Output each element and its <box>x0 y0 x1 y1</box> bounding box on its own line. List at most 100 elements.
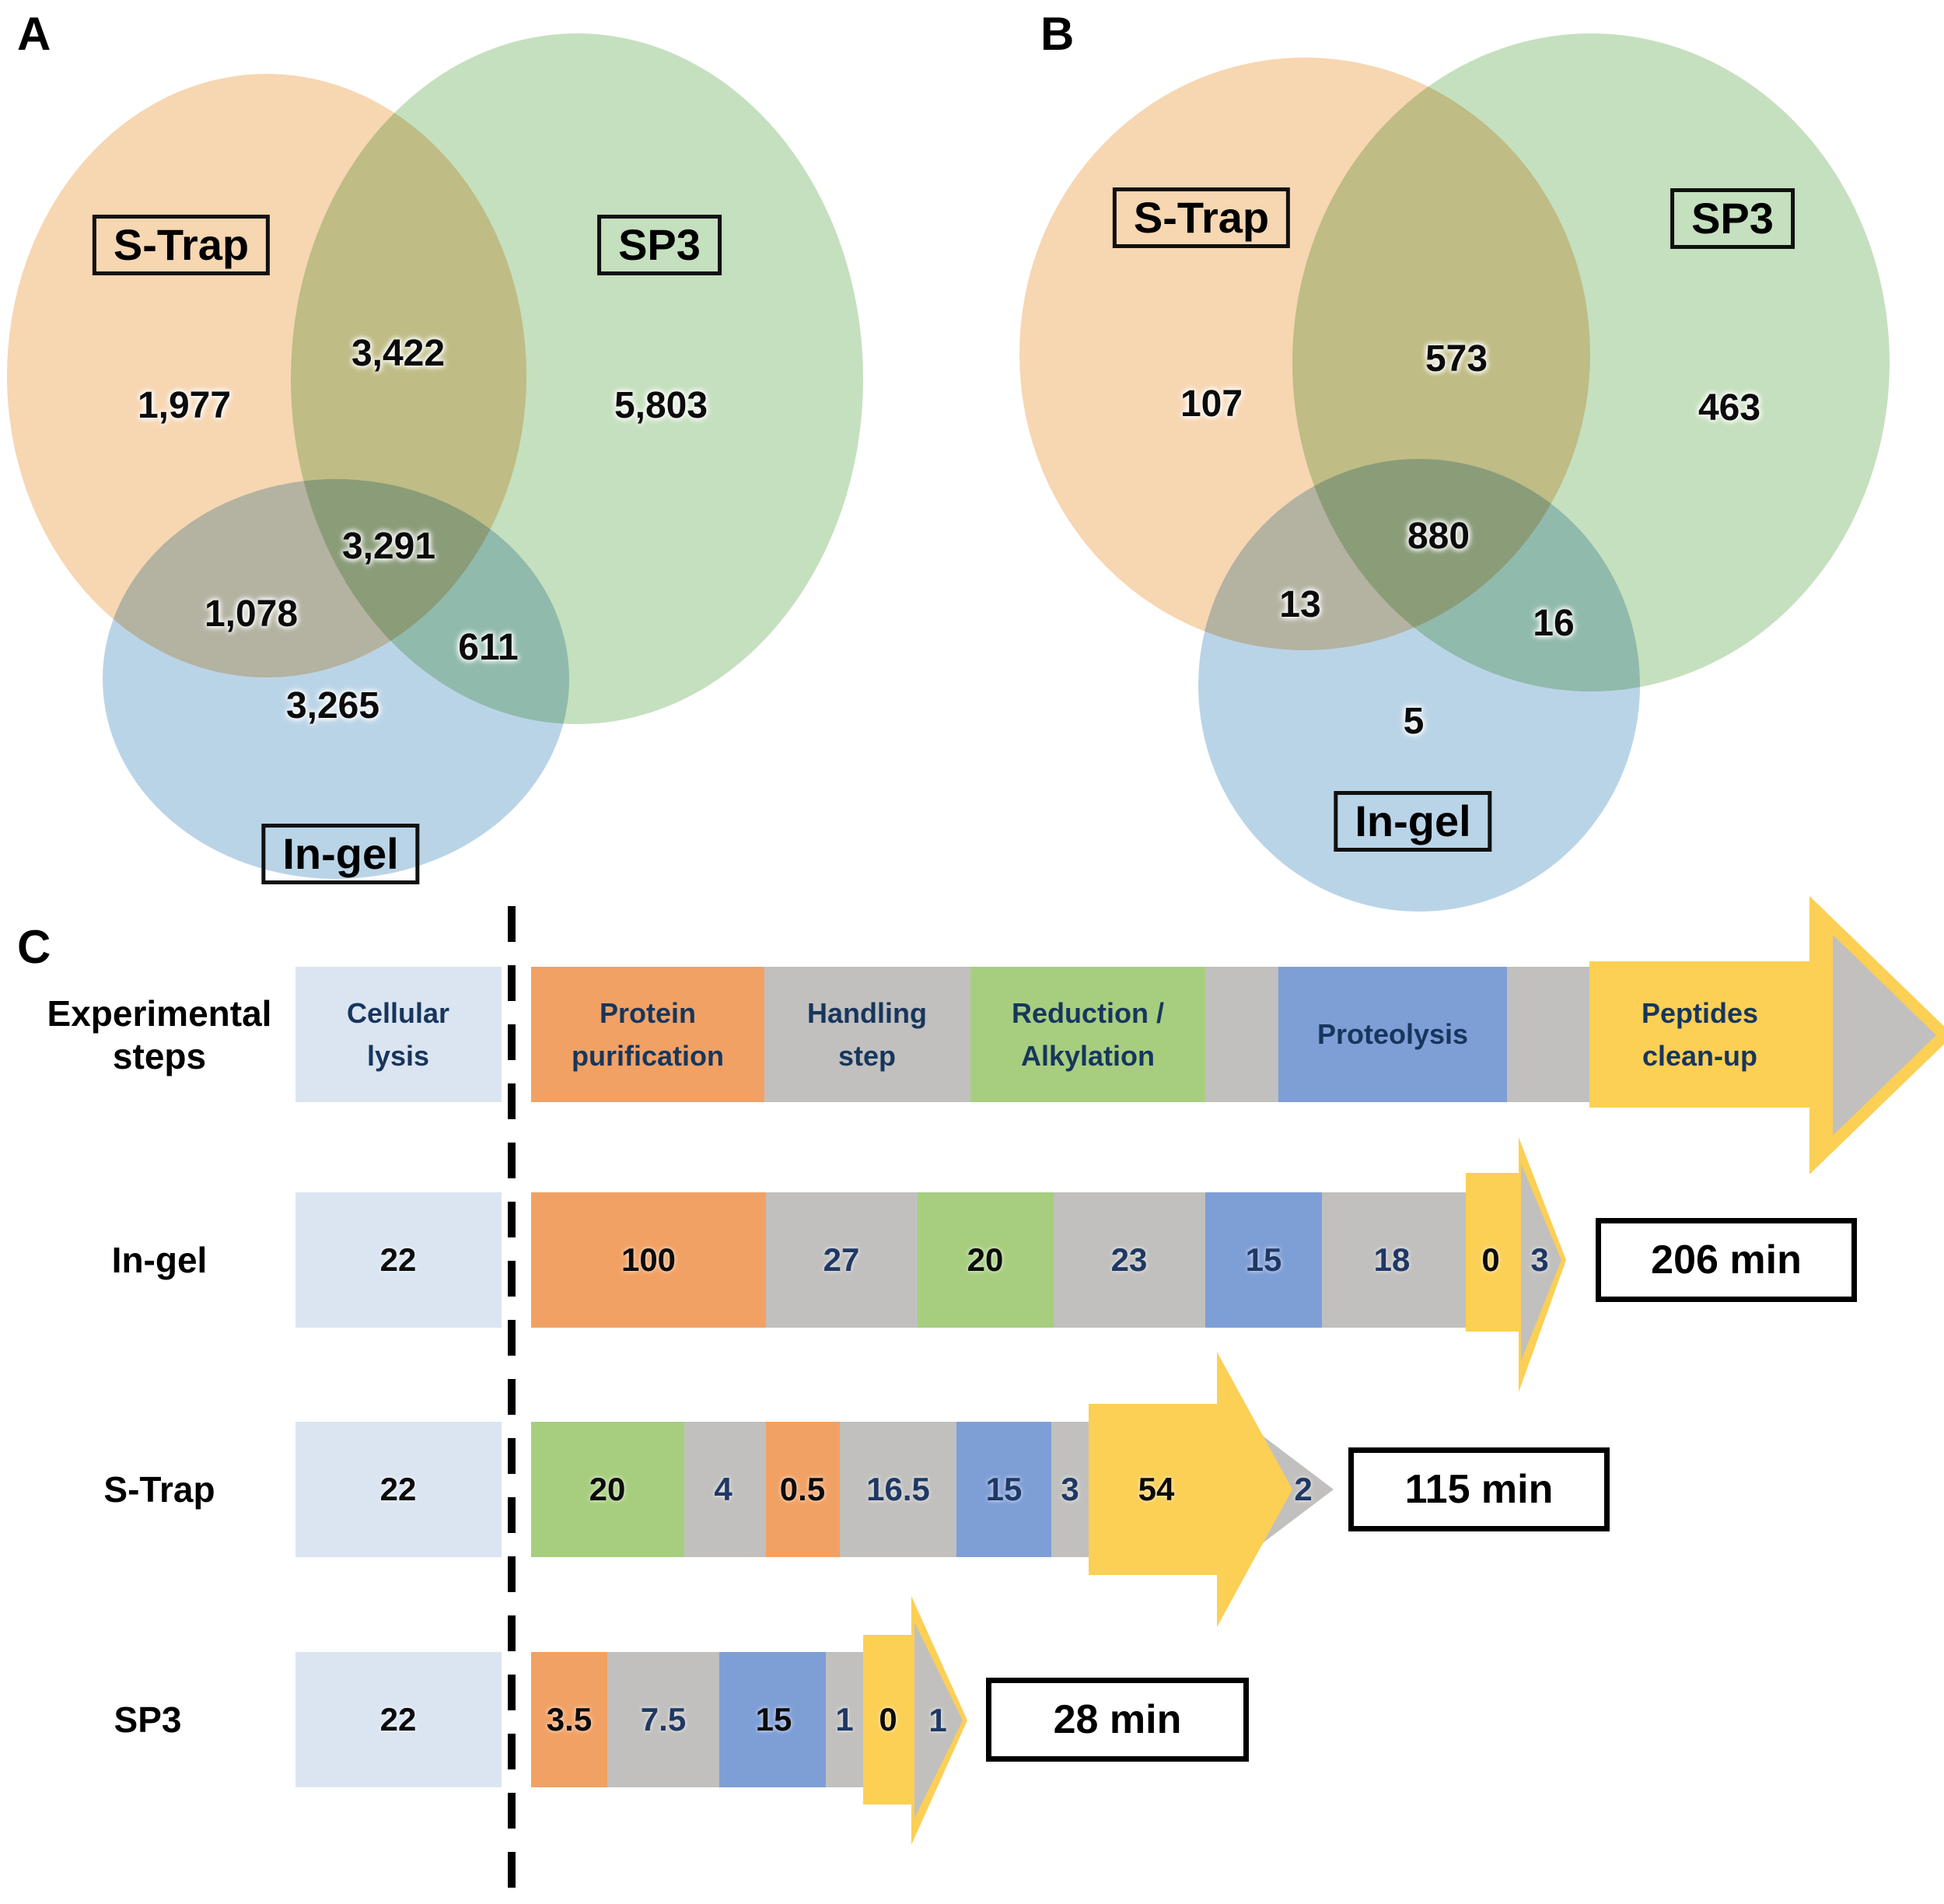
reduction-alkylation-label-line1: Reduction / <box>1012 997 1164 1029</box>
proteolysis-label: Proteolysis <box>1316 1018 1469 1050</box>
header-arrow-row <box>295 896 1944 1174</box>
sp3-row-shapes <box>295 1596 967 1845</box>
protein-purification-label-line1: Protein <box>599 997 697 1029</box>
venn-b-center-value: 880 <box>1407 516 1470 557</box>
venn-a-strap-label: S-Trap <box>92 215 271 275</box>
venn-b-ingel-label: In-gel <box>1334 791 1492 852</box>
strap-seg-value-05: 0.5 <box>779 1471 826 1507</box>
experimental-steps-label-line2: steps <box>112 1036 207 1076</box>
venn-a-ingel-label: In-gel <box>261 824 420 884</box>
ingel-seg-value-15: 15 <box>1245 1241 1282 1278</box>
header-cellular-lysis-box <box>295 967 502 1102</box>
venn-a-center-value: 3,291 <box>341 526 436 567</box>
ingel-gray-arrowhead <box>1521 1164 1561 1361</box>
cellular-lysis-label-line2: lysis <box>366 1040 430 1072</box>
strap-lysis-value: 22 <box>379 1471 417 1507</box>
ingel-tail-value-3: 3 <box>1530 1241 1549 1278</box>
sp3-blue-seg <box>719 1652 826 1787</box>
ingel-lysis-value: 22 <box>379 1241 417 1278</box>
protein-purification-label-line2: purification <box>572 1040 724 1072</box>
peptides-cleanup-label-line2: clean-up <box>1642 1040 1758 1072</box>
venn-a <box>7 33 863 879</box>
panel-b-letter: B <box>1040 8 1075 60</box>
strap-orange-seg <box>766 1422 840 1557</box>
venn-a-ingel-only-value: 3,265 <box>285 685 380 726</box>
handling-step-label-line1: Handling <box>807 997 927 1029</box>
ingel-green-seg <box>918 1192 1054 1328</box>
venn-b <box>1019 33 1890 912</box>
ingel-seg-value-23: 23 <box>1110 1241 1148 1278</box>
handling-step-label-line2: step <box>837 1040 897 1072</box>
sp3-tail-value-1: 1 <box>928 1702 947 1738</box>
strap-seg-value-54: 54 <box>1138 1471 1175 1507</box>
strap-total-value: 115 min <box>1404 1467 1554 1512</box>
reduction-alkylation-label-line2: Alkylation <box>1020 1040 1156 1072</box>
ingel-row-label: In-gel <box>111 1240 208 1280</box>
sp3-seg-value-35: 3.5 <box>546 1701 593 1738</box>
venn-a-sp3-label: SP3 <box>597 215 722 275</box>
ingel-total-box: 206 min <box>1596 1218 1857 1302</box>
venn-b-sp3-only-value: 463 <box>1698 387 1761 429</box>
venn-b-strap-ingel-value: 13 <box>1279 584 1321 625</box>
header-reduction-alkylation-seg <box>970 967 1205 1102</box>
venn-b-ingel-circle <box>1198 459 1640 912</box>
strap-row-shapes <box>295 1352 1334 1627</box>
venn-b-strap-sp3-value: 573 <box>1425 338 1488 380</box>
header-peptides-cleanup-seg <box>1589 961 1809 1108</box>
sp3-total-box: 28 min <box>986 1678 1249 1762</box>
strap-blue-seg <box>956 1422 1051 1557</box>
panel-c-letter: C <box>17 921 51 973</box>
sp3-orange-seg <box>531 1652 607 1787</box>
strap-seg-value-3: 3 <box>1061 1471 1079 1507</box>
strap-yellow-seg <box>1089 1404 1217 1575</box>
venn-b-sp3-ingel-value: 16 <box>1533 603 1575 644</box>
venn-a-sp3-only-value: 5,803 <box>614 385 708 426</box>
ingel-seg-value-18: 18 <box>1373 1241 1411 1278</box>
ingel-seg-value-100: 100 <box>621 1241 677 1278</box>
strap-seg-value-15: 15 <box>985 1471 1023 1507</box>
header-proteolysis-seg <box>1278 967 1507 1102</box>
ingel-lysis-box <box>295 1192 502 1328</box>
venn-b-sp3-label: SP3 <box>1670 188 1795 249</box>
experimental-steps-label-line1: Experimental <box>47 993 272 1034</box>
ingel-orange-seg <box>531 1192 766 1328</box>
ingel-blue-seg <box>1205 1192 1322 1328</box>
venn-b-ingel-only-value: 5 <box>1403 701 1425 742</box>
peptides-cleanup-label-line1: Peptides <box>1641 997 1759 1029</box>
sp3-gray-arrowhead <box>914 1622 963 1818</box>
venn-a-sp3-ingel-value: 611 <box>458 627 519 668</box>
strap-total-box: 115 min <box>1348 1447 1610 1531</box>
strap-lysis-box <box>295 1422 502 1557</box>
ingel-total-value: 206 min <box>1651 1237 1802 1283</box>
venn-b-strap-only-value: 107 <box>1180 383 1243 425</box>
ingel-seg-value-0: 0 <box>1481 1241 1500 1278</box>
venn-a-strap-sp3-value: 3,422 <box>351 333 446 374</box>
panel-a-letter: A <box>17 8 51 60</box>
sp3-seg-value-15: 15 <box>755 1701 792 1738</box>
cellular-lysis-label-line1: Cellular <box>346 997 450 1029</box>
venn-b-strap-label: S-Trap <box>1112 187 1291 248</box>
ingel-row-shapes <box>295 1137 1566 1392</box>
sp3-seg-value-0: 0 <box>879 1701 897 1738</box>
venn-a-strap-ingel-value: 1,078 <box>204 593 299 635</box>
venn-a-ingel-circle <box>103 479 569 879</box>
strap-tail-value-2: 2 <box>1294 1471 1313 1507</box>
sp3-yellow-seg <box>863 1635 911 1804</box>
venn-a-strap-only-value: 1,977 <box>137 385 232 426</box>
strap-yellow-arrowhead <box>1217 1352 1292 1627</box>
sp3-lysis-box <box>295 1652 502 1787</box>
ingel-seg-value-27: 27 <box>823 1241 860 1278</box>
header-gray-arrowhead <box>1833 935 1936 1136</box>
strap-seg-value-165: 16.5 <box>866 1471 930 1507</box>
ingel-yellow-seg <box>1466 1173 1519 1332</box>
strap-row-label: S-Trap <box>103 1469 215 1510</box>
sp3-lysis-value: 22 <box>379 1701 417 1738</box>
strap-seg-value-4: 4 <box>714 1471 732 1507</box>
sp3-row-label: SP3 <box>114 1699 182 1740</box>
sp3-seg-value-75: 7.5 <box>640 1701 687 1738</box>
sp3-seg-value-1: 1 <box>835 1701 854 1738</box>
ingel-seg-value-20: 20 <box>967 1241 1004 1278</box>
strap-green-seg <box>531 1422 684 1557</box>
